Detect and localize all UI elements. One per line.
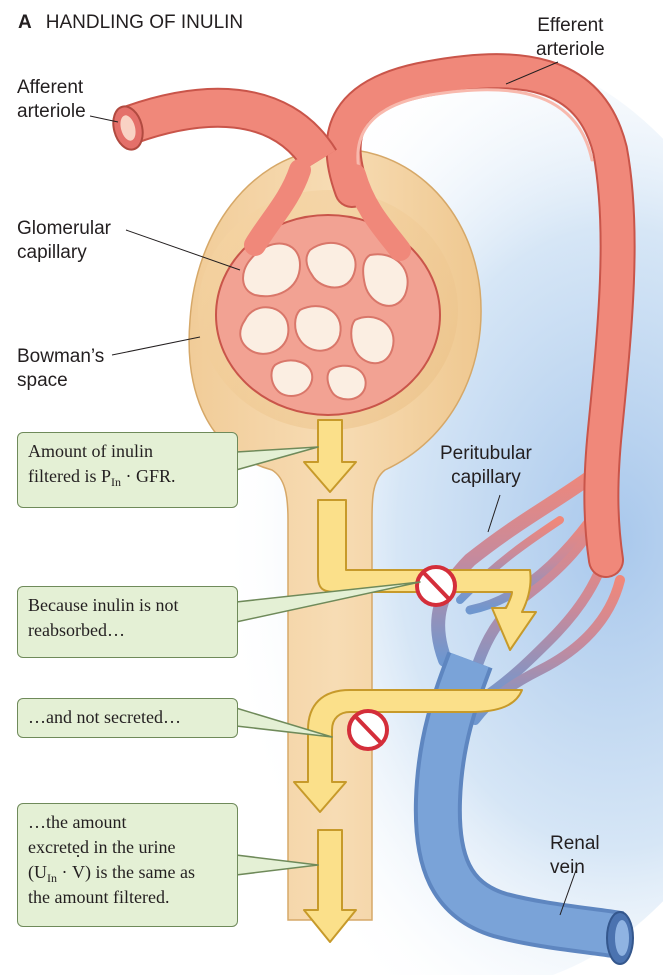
efferent-arteriole [325, 53, 636, 578]
leader-lines [89, 61, 577, 916]
callout-not-reabsorbed: Because inulin is not reabsorbed… [17, 586, 238, 658]
filtration-arrow [303, 419, 357, 493]
callout-excreted: …the amount excreted in the urine (UIn ·… [17, 803, 238, 927]
afferent-arteriole [123, 87, 338, 172]
label-renal-vein: Renal vein [550, 833, 600, 878]
callout-filtered: Amount of inulin filtered is PIn · GFR. [17, 432, 238, 508]
label-bowmans-space: Bowman’s space [17, 346, 105, 391]
label-glomerular-capillary: Glomerular capillary [17, 218, 111, 263]
callout-not-secreted: …and not secreted… [17, 698, 238, 738]
figure-title-text: HANDLING OF INULIN [45, 12, 244, 33]
figure-letter: A [18, 12, 32, 33]
no-reabsorption-symbol [415, 565, 457, 607]
label-peritubular-capillary: Peritubular capillary [440, 443, 532, 488]
glomerular-capillary-tuft [215, 159, 441, 416]
secretion-diverted-arrow [293, 689, 523, 813]
no-secretion-symbol [347, 709, 389, 751]
v-dot-symbol: V [72, 847, 85, 885]
excretion-arrow [303, 829, 357, 943]
label-afferent-arteriole: Afferent arteriole [17, 77, 86, 122]
figure-title: A HANDLING OF INULIN [18, 12, 243, 34]
label-efferent-arteriole: Efferent arteriole [536, 15, 605, 60]
